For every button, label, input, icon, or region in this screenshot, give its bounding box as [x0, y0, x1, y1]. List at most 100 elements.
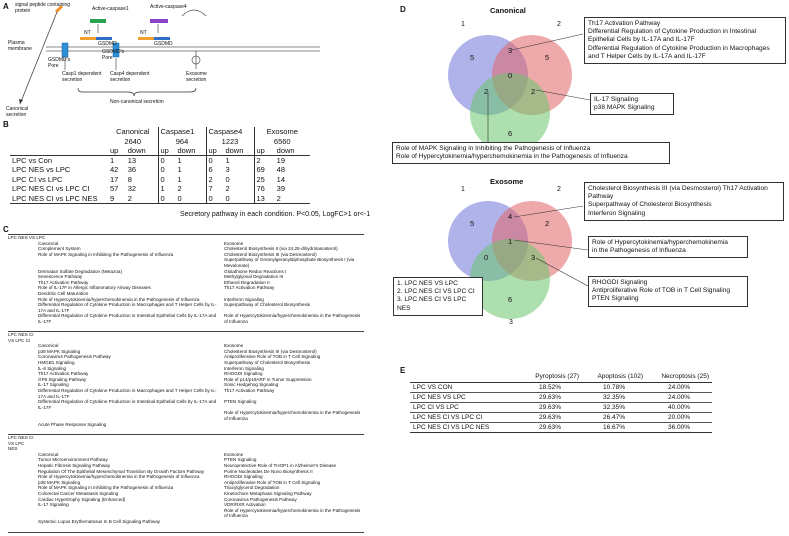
cell: 29.63%	[538, 423, 562, 431]
venn-set-label: 1	[461, 186, 465, 193]
exosome-pathway: Interferon Signaling	[224, 296, 264, 302]
venn-region-count: 3	[508, 46, 513, 55]
exosome-pathway: Ethanol Degradation II	[224, 279, 270, 285]
list-item: Complement System Cholesterol Biosynthesi…	[8, 246, 364, 252]
callout-box: Cholesterol Biosynthesis III (via Desmos…	[584, 182, 784, 221]
canonical-pathway: Tumor Microenvironment Pathway	[38, 457, 108, 463]
list-item: Role of Hypercytokinemia/hyperchemokinem…	[8, 508, 364, 519]
exosome-pathway: Role of Hypercytokinemia/hyperchemokinem…	[224, 313, 361, 324]
panel-a-letter: A	[3, 2, 9, 11]
callout-line: Antiproliferative Role of TOB in T Cell …	[592, 287, 731, 295]
table-count-row: 2640 964 1223 6560	[10, 136, 310, 146]
canonical-arrow	[19, 11, 58, 105]
exosome-pathway: Antiproliferative Role of TOB in T Cell …	[224, 479, 321, 485]
exosome-pathway: Role of Hypercytokinemia/hyperchemokinem…	[224, 410, 361, 421]
exosome-pathway: Superpathway of Geranylgeranyldiphosphat…	[224, 257, 355, 268]
canonical-pathway	[8, 508, 224, 519]
venn-region-count: 0	[508, 71, 513, 80]
venn-set-label: 2	[557, 21, 561, 28]
cell: 0	[157, 174, 176, 184]
exosome-pathway: Cholesterol Biosynthesis II (via 24,25-d…	[224, 246, 338, 252]
nt-label-2: NT	[140, 30, 147, 36]
header-cell: Necroptosis (25)	[661, 373, 709, 381]
venn-region-count: 5	[470, 219, 475, 228]
cell: 0	[225, 174, 230, 184]
exosome-pathway	[224, 422, 364, 428]
caspase4-shape	[150, 19, 168, 23]
row-label: LPC NES CI VS LPC NES	[413, 423, 490, 431]
header-cell	[410, 372, 518, 382]
callout-line: Differential Regulation of Cytokine Prod…	[588, 28, 757, 44]
exosome-pathway: Superpathway of Cholesterol Biosynthesis	[224, 359, 311, 365]
cell: 18.52%	[538, 383, 562, 391]
cell: 42	[110, 165, 119, 175]
col-header: Canonical	[38, 240, 59, 246]
list-item: Role of Hypercytokinemia/hyperchemokinem…	[8, 474, 364, 480]
cell: 26.47%	[602, 413, 626, 421]
venn-legend: 1. LPC NES VS LPC 2. LPC NES CI VS LPC C…	[393, 277, 483, 316]
cell: 40.00%	[667, 403, 691, 411]
exosome-pathway: Methylglyoxal Degradation III	[224, 274, 284, 280]
list-item: Acute Phase Response Signaling	[8, 422, 364, 428]
row-label: LPC NES CI vs LPC NES	[12, 193, 98, 203]
cell: 14	[276, 174, 286, 184]
callout-line: Superpathway of Cholesterol Biosynthesis	[588, 201, 712, 209]
venn-set-label: 2	[557, 186, 561, 193]
canonical-pathway: Cardiac Hypertrophy Signaling (Enhanced)	[38, 496, 126, 502]
col-header: Exosome	[224, 451, 244, 457]
list-item: Role of Hypercytokinemia/hyperchemokinem…	[8, 410, 364, 421]
group-name: Canonical	[116, 127, 150, 137]
cell: 13	[253, 193, 275, 203]
cell: 9	[110, 193, 115, 203]
section-title: LPC NES CI VS LPC CI	[8, 332, 34, 343]
cell: 0	[177, 193, 182, 203]
cell: 0	[157, 193, 176, 203]
canonical-pathway	[8, 257, 224, 268]
exosome-pathway: Th17 Activation Pathway	[224, 387, 275, 393]
divider	[8, 331, 364, 332]
cell: 6	[205, 165, 224, 175]
group-count: 1223	[205, 136, 254, 146]
list-item: Dermatan Sulfate Degradation (Metazoa)Gl…	[8, 269, 364, 275]
row-label: LPC NES VS LPC	[413, 393, 466, 401]
panel-e-letter: E	[400, 366, 406, 375]
venn-set-label: 1	[461, 21, 465, 28]
list-item: Superpathway of Geranylgeranyldiphosphat…	[8, 257, 364, 268]
down-header: down	[127, 146, 146, 155]
canonical-pathway: Role of MAPK Signaling in Inhibiting the…	[38, 251, 174, 257]
caspase1-shape	[90, 19, 106, 23]
exosome-pathway: Antiproliferative Role of TOB in T Cell …	[224, 354, 321, 360]
pore-1	[61, 42, 69, 58]
cell: 48	[276, 165, 286, 175]
exosome-pathway: PTEN Signaling	[224, 457, 257, 463]
cell: 36.00%	[667, 423, 691, 431]
canonical-pathway: Colorectal Cancer Metastasis Signaling	[38, 490, 119, 496]
divider	[8, 532, 364, 533]
canonical-pathway: Complement System	[38, 246, 81, 252]
venn-region-count: 1	[508, 237, 513, 246]
exosome-pathway: Sonic Hedgehog Signaling	[224, 382, 279, 388]
canonical-pathway: HMGB1 Signaling	[38, 359, 75, 365]
callout-line: Role of Hypercytokinemia/hyperchemokinem…	[592, 239, 728, 246]
panel-b-caption: Secretory pathway in each condition. P<0…	[180, 211, 371, 218]
row-label: LPC vs Con	[12, 156, 53, 165]
cell: 29.63%	[538, 403, 562, 411]
cell: 24.00%	[667, 393, 691, 401]
canonical-pathway: Th17 Activation Pathway	[38, 371, 89, 377]
cell: 29.63%	[538, 413, 562, 421]
venn-region-count: 5	[470, 53, 475, 62]
canonical-pathway: Systemic Lupus Erythematosus In B Cell S…	[38, 518, 161, 524]
callout-box: Role of MAPK Signaling in Inhibiting the…	[392, 142, 670, 165]
row-label: LPC NES CI VS LPC CI	[413, 413, 483, 421]
canonical-pathway: Differential Regulation of Cytokine Prod…	[38, 399, 217, 410]
